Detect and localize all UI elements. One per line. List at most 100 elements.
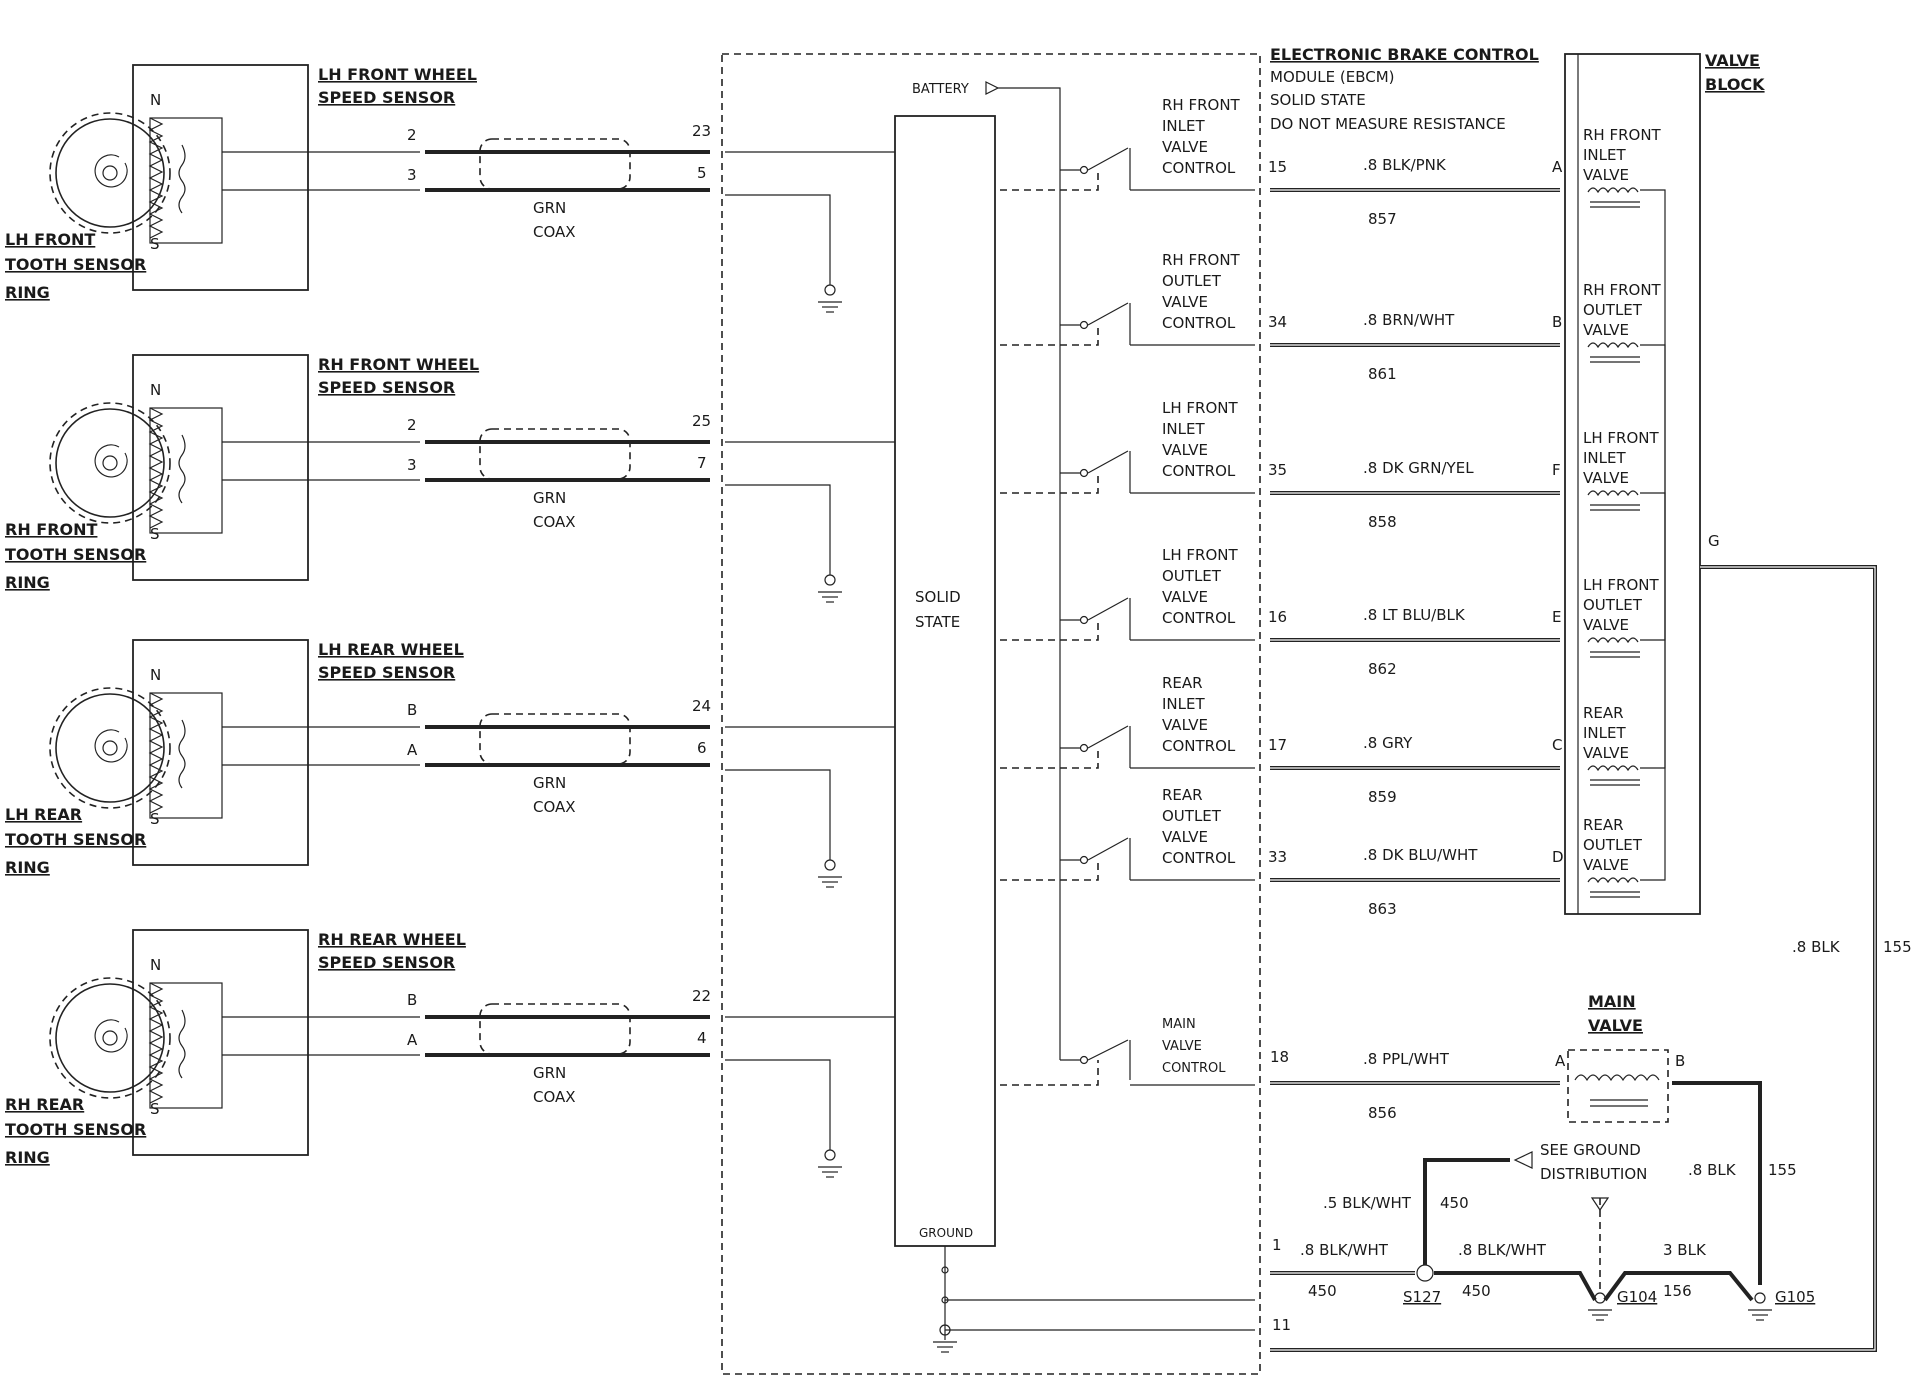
wire-155-long — [1270, 565, 1877, 1352]
shield-ground-icon — [818, 284, 842, 313]
shield-ground-icon-ring — [824, 574, 836, 586]
main-wire-label: .8 PPL/WHT — [1363, 1050, 1450, 1068]
coax-label-2: COAX — [533, 513, 576, 531]
circ6-label: 155 — [1883, 938, 1912, 956]
sensor-pole-frame — [149, 692, 223, 819]
valve-label-1: REAR — [1583, 816, 1624, 834]
coax-label-1: GRN — [533, 1064, 566, 1082]
ring-label-2: TOOTH SENSOR — [5, 1120, 146, 1139]
sensor-title-1: LH FRONT WHEEL — [318, 65, 477, 84]
control-label-4: CONTROL — [1162, 849, 1236, 867]
coax-shield — [479, 1003, 631, 1055]
pin-11: 11 — [1272, 1316, 1291, 1334]
control-wire-label: .8 GRY — [1363, 734, 1413, 752]
coax-label-2: COAX — [533, 223, 576, 241]
control-label-1: REAR — [1162, 786, 1203, 804]
valve-common-return — [1640, 492, 1666, 567]
sensor-coil-icon — [178, 144, 186, 214]
solid-state-label-2: STATE — [915, 613, 960, 631]
ground-dist-arrow-icon — [1513, 1151, 1533, 1169]
wire5-label: .8 BLK — [1688, 1161, 1737, 1179]
tooth-ring-outline — [49, 402, 171, 524]
pin-1: 1 — [1272, 1236, 1282, 1254]
sensor-pole-frame — [149, 982, 223, 1109]
sensor-title-1: LH REAR WHEEL — [318, 640, 464, 659]
shield-ground-icon-ring — [824, 284, 836, 296]
sensor-pin-b: A — [407, 741, 418, 759]
valve-label-1: LH FRONT — [1583, 576, 1659, 594]
valve-label-3: VALVE — [1583, 166, 1629, 184]
ebcm-pin-a: 25 — [692, 412, 711, 430]
switch-contact — [1079, 165, 1089, 175]
control-circuit: 863 — [1368, 900, 1397, 918]
coax-shield — [479, 428, 631, 480]
ebcm-ground-1 — [944, 1246, 1255, 1301]
sensor-title-1: RH FRONT WHEEL — [318, 355, 479, 374]
shield-ground-icon — [818, 1149, 842, 1178]
switch-drive — [1000, 620, 1099, 641]
circ4-label: 156 — [1663, 1282, 1692, 1300]
sensor-pin-b: 3 — [407, 166, 417, 184]
valve-block-title-1: VALVE — [1705, 51, 1760, 70]
shield-ground-icon-ring — [824, 1149, 836, 1161]
main-valve-title-1: MAIN — [1588, 992, 1636, 1011]
control-label-4: CONTROL — [1162, 737, 1236, 755]
tooth-ring-hub — [102, 165, 118, 181]
ebcm-note-1: SOLID STATE — [1270, 91, 1366, 109]
control-label-3: VALVE — [1162, 828, 1208, 846]
sensor-pole-s: S — [150, 525, 160, 543]
sensor-pin-a: 2 — [407, 416, 417, 434]
control-wire-label: .8 LT BLU/BLK — [1363, 606, 1466, 624]
valve-pin: C — [1552, 736, 1562, 754]
valve-label-3: VALVE — [1583, 856, 1629, 874]
control-label-3: VALVE — [1162, 138, 1208, 156]
sensor-housing — [132, 64, 309, 291]
ring-label-2: TOOTH SENSOR — [5, 830, 146, 849]
valve-pin: A — [1552, 158, 1563, 176]
coax-label-2: COAX — [533, 1088, 576, 1106]
main-control-label-2: VALVE — [1162, 1039, 1202, 1054]
rotation-arrow-icon — [94, 154, 128, 188]
ebcm-ground-2 — [944, 1300, 1255, 1331]
valve-label-2: OUTLET — [1583, 301, 1643, 319]
control-label-2: INLET — [1162, 117, 1205, 135]
see-ground-2: DISTRIBUTION — [1540, 1165, 1647, 1183]
valve-label-3: VALVE — [1583, 321, 1629, 339]
ebcm-title-1: ELECTRONIC BRAKE CONTROL — [1270, 45, 1539, 64]
control-wire-label: .8 DK BLU/WHT — [1363, 846, 1478, 864]
main-valve-control: MAIN VALVE CONTROL 18 .8 PPL/WHT 856 — [1000, 1017, 1560, 1122]
switch-blade — [1087, 725, 1129, 749]
main-valve-coil-icon — [1574, 1074, 1660, 1082]
circ3-label: 450 — [1440, 1194, 1469, 1212]
valve-label-1: LH FRONT — [1583, 429, 1659, 447]
sensor-pole-s: S — [150, 1100, 160, 1118]
tooth-ring-icon — [55, 408, 165, 518]
valve-label-1: RH FRONT — [1583, 281, 1662, 299]
switch-drive — [1000, 473, 1099, 494]
battery-arrow-icon — [985, 81, 1000, 95]
control-pin: 34 — [1268, 313, 1287, 331]
valve-coil-icon — [1587, 765, 1639, 772]
valve-label-3: VALVE — [1583, 616, 1629, 634]
control-label-1: RH FRONT — [1162, 251, 1241, 269]
sensor-pin-a: B — [407, 701, 417, 719]
valve-block-pin-g: G — [1708, 532, 1720, 550]
sensor-teeth-icon — [148, 117, 164, 239]
circ2-label: 450 — [1462, 1282, 1491, 1300]
tooth-ring-icon — [55, 118, 165, 228]
ebcm-pin-b: 5 — [697, 164, 707, 182]
sensor-title-2: SPEED SENSOR — [318, 378, 455, 397]
coax-shield — [479, 138, 631, 190]
sensor-title-2: SPEED SENSOR — [318, 663, 455, 682]
control-label-1: LH FRONT — [1162, 546, 1238, 564]
ring-label-3: RING — [5, 858, 50, 877]
wire-155-long-stripe — [1270, 566, 1876, 1351]
sensor-housing — [132, 639, 309, 866]
g105-ground-icon — [1748, 1292, 1772, 1321]
coax-shield — [479, 713, 631, 765]
